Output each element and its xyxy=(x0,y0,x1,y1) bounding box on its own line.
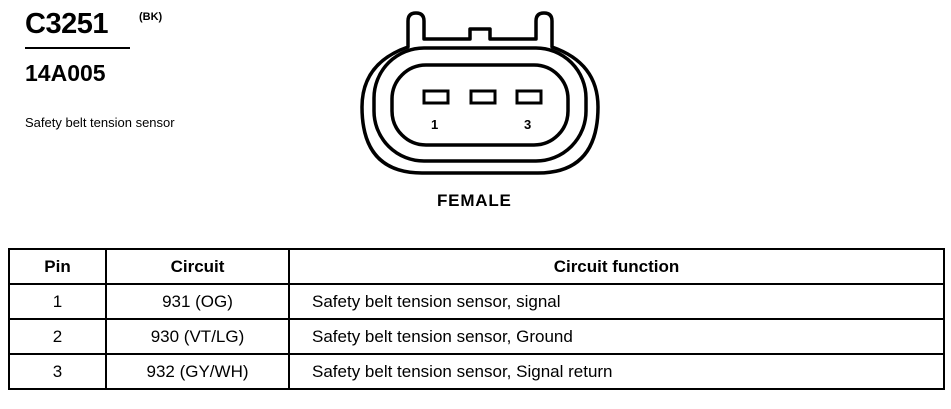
header-pin: Pin xyxy=(8,248,107,285)
pin-label-3: 3 xyxy=(524,117,532,132)
connector-shroud-inner xyxy=(390,63,570,147)
table-row: 2 930 (VT/LG) Safety belt tension sensor… xyxy=(8,318,945,355)
pin-cavity-3 xyxy=(515,89,543,105)
title-divider xyxy=(25,47,130,49)
part-number: 14A005 xyxy=(25,60,106,86)
header-circuit-function: Circuit function xyxy=(288,248,945,285)
function-cell: Safety belt tension sensor, signal xyxy=(288,283,945,320)
header-circuit: Circuit xyxy=(105,248,290,285)
pin-label-1: 1 xyxy=(431,117,439,132)
table-row: 3 932 (GY/WH) Safety belt tension sensor… xyxy=(8,353,945,390)
pin-cell: 1 xyxy=(8,283,107,320)
pin-cell: 3 xyxy=(8,353,107,390)
table-row: 1 931 (OG) Safety belt tension sensor, s… xyxy=(8,283,945,320)
connector-gender-label: FEMALE xyxy=(437,191,512,210)
circuit-cell: 932 (GY/WH) xyxy=(105,353,290,390)
pin-cavity-1 xyxy=(422,89,450,105)
connector-housing-outline xyxy=(360,11,600,175)
pin-cell: 2 xyxy=(8,318,107,355)
connector-id: C3251 xyxy=(25,8,108,40)
pin-cavity-2 xyxy=(469,89,497,105)
function-cell: Safety belt tension sensor, Ground xyxy=(288,318,945,355)
connector-color: (BK) xyxy=(139,11,163,23)
function-cell: Safety belt tension sensor, Signal retur… xyxy=(288,353,945,390)
table-header-row: Pin Circuit Circuit function xyxy=(8,248,945,285)
circuit-cell: 930 (VT/LG) xyxy=(105,318,290,355)
circuit-cell: 931 (OG) xyxy=(105,283,290,320)
connector-description: Safety belt tension sensor xyxy=(25,115,175,130)
connector-face-diagram xyxy=(360,11,600,175)
connector-shroud-outer xyxy=(372,46,588,163)
pinout-table: Pin Circuit Circuit function 1 931 (OG) … xyxy=(8,248,945,390)
